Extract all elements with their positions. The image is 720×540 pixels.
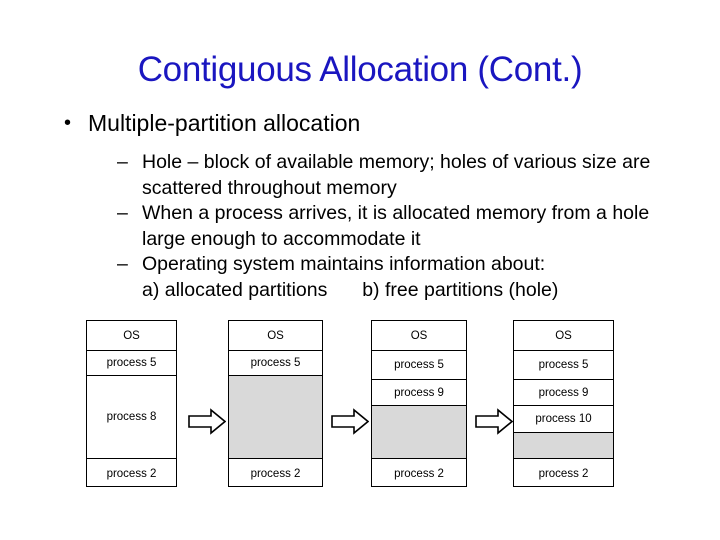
memory-block: process 5	[87, 351, 176, 376]
right-block-arrow-icon	[475, 408, 513, 435]
memory-block-label: process 5	[538, 359, 589, 371]
memory-block-label: process 10	[535, 413, 592, 425]
bullet-level2-label-os-maintains: Operating system maintains information a…	[142, 253, 546, 275]
memory-block-label: OS	[555, 329, 572, 342]
memory-block: process 5	[372, 351, 466, 380]
slide-body: • Multiple-partition allocation – Hole –…	[0, 108, 720, 303]
memory-block: process 9	[514, 380, 613, 406]
memory-block-label: process 9	[394, 386, 444, 399]
memory-block: OS	[514, 321, 613, 351]
bullet-level2-label-process-arrives: When a process arrives, it is allocated …	[142, 202, 650, 250]
page-title: Contiguous Allocation (Cont.)	[137, 50, 583, 89]
memory-block-label: process 2	[106, 467, 157, 480]
dash-marker-icon: –	[117, 253, 128, 275]
bullet-level2-process-arrives: – When a process arrives, it is allocate…	[0, 201, 720, 252]
memory-block: process 9	[372, 380, 466, 406]
memory-state-1[interactable]: OS process 5 process 8 process 2	[86, 320, 177, 487]
memory-block-label: process 8	[106, 411, 157, 423]
memory-block-label: process 2	[394, 467, 444, 480]
memory-block: process 5	[514, 351, 613, 380]
bullet-level2-os-maintains: – Operating system maintains information…	[0, 252, 720, 278]
sub-item-allocated-partitions: a) allocated partitions	[142, 278, 328, 301]
dash-marker-icon: –	[117, 202, 128, 224]
memory-block: process 5	[229, 351, 322, 376]
memory-state-3[interactable]: OS process 5 process 9 process 2	[371, 320, 467, 487]
memory-block: OS	[372, 321, 466, 351]
memory-block-label: process 5	[106, 357, 157, 369]
memory-block: process 2	[514, 459, 613, 488]
memory-block-label: OS	[267, 329, 284, 342]
memory-block: OS	[229, 321, 322, 351]
memory-block: process 2	[229, 459, 322, 488]
memory-block-label: process 2	[250, 467, 301, 480]
memory-block-label: process 5	[394, 359, 444, 371]
memory-block-label: process 9	[538, 386, 589, 399]
partition-sub-items: a) allocated partitions b) free partitio…	[0, 278, 720, 304]
bullet-marker-icon: •	[64, 112, 72, 134]
memory-block: OS	[87, 321, 176, 351]
memory-block-hole	[372, 406, 466, 459]
bullet-level1-multiple-partition: • Multiple-partition allocation	[0, 108, 720, 138]
right-block-arrow-icon	[188, 408, 226, 435]
memory-block: process 2	[372, 459, 466, 488]
dash-marker-icon: –	[117, 151, 128, 173]
memory-block-label: OS	[410, 329, 428, 342]
memory-block: process 8	[87, 376, 176, 459]
bullet-level2-hole: – Hole – block of available memory; hole…	[0, 150, 720, 201]
memory-block-hole	[229, 376, 322, 459]
bullet-level2-label-hole: Hole – block of available memory; holes …	[142, 151, 651, 199]
right-block-arrow-icon	[331, 408, 369, 435]
memory-block: process 2	[87, 459, 176, 488]
sub-item-free-partitions: b) free partitions (hole)	[362, 278, 559, 301]
memory-block-hole	[514, 433, 613, 459]
memory-block-label: OS	[123, 329, 140, 342]
memory-block-label: process 5	[250, 357, 301, 369]
memory-state-4[interactable]: OS process 5 process 9 process 10 process 2	[513, 320, 614, 487]
memory-state-2[interactable]: OS process 5 process 2	[228, 320, 323, 487]
bullet-level1-label: Multiple-partition allocation	[88, 110, 361, 136]
memory-block: process 10	[514, 406, 613, 433]
memory-block-label: process 2	[538, 467, 589, 480]
